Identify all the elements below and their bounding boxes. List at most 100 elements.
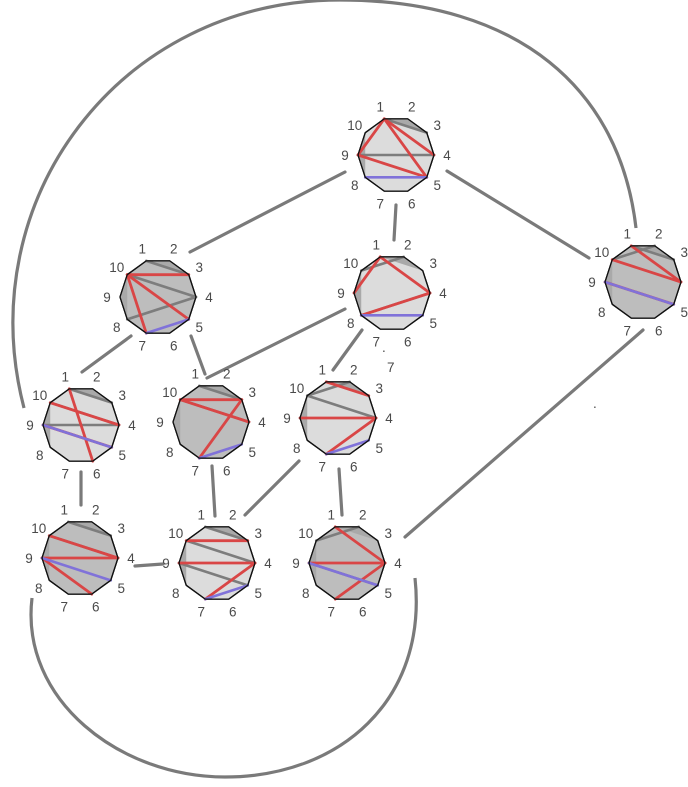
blue-diagonal	[41, 423, 114, 449]
vertex-label-10: 10	[32, 388, 47, 403]
vertex-label-2: 2	[408, 99, 416, 114]
vertex-label-3: 3	[196, 260, 204, 275]
gray-diagonal	[203, 525, 250, 542]
vertex-label-8: 8	[113, 320, 121, 335]
arc-bottom-loop	[29, 577, 418, 779]
vertex-label-8: 8	[598, 305, 606, 320]
gray-diagonal	[305, 380, 352, 397]
blue-diagonal	[603, 280, 676, 306]
blue-diagonal	[197, 443, 244, 460]
vertex-label-6: 6	[350, 460, 358, 475]
vertex-label-8: 8	[347, 316, 355, 331]
vertex-label-2: 2	[93, 369, 101, 384]
vertex-label-7: 7	[376, 197, 384, 212]
vertex-label-9: 9	[156, 415, 164, 430]
vertex-label-7: 7	[372, 335, 380, 350]
vertex-label-1: 1	[197, 507, 205, 522]
vertex-label-3: 3	[118, 521, 126, 536]
gray-diagonal	[629, 244, 676, 261]
vertex-label-6: 6	[223, 464, 231, 479]
vertex-label-7: 7	[60, 600, 68, 615]
red-diagonal	[629, 244, 683, 284]
vertex-label-2: 2	[223, 366, 231, 381]
vertex-label-5: 5	[434, 178, 442, 193]
gray-diagonal	[184, 539, 257, 565]
vertex-label-3: 3	[249, 385, 257, 400]
vertex-label-4: 4	[127, 551, 135, 566]
edge-row3c-to-row4b	[243, 459, 301, 517]
red-diagonal	[178, 398, 251, 424]
vertex-label-2: 2	[655, 226, 663, 241]
decagon-outline	[353, 256, 431, 330]
vertex-label-1: 1	[138, 241, 146, 256]
shaded-triangle	[380, 256, 423, 271]
vertex-label-9: 9	[337, 286, 345, 301]
gray-diagonal	[610, 244, 657, 261]
vertex-label-1: 1	[318, 362, 326, 377]
vertex-label-5: 5	[430, 316, 438, 331]
decagon-outline	[178, 526, 256, 600]
vertex-label-8: 8	[35, 581, 43, 596]
shaded-triangle	[354, 270, 362, 316]
gray-diagonal	[197, 384, 244, 401]
red-diagonal	[333, 561, 387, 601]
vertex-label-3: 3	[434, 118, 442, 133]
vertex-label-4: 4	[443, 148, 451, 163]
red-diagonal	[203, 561, 257, 601]
blue-diagonal	[203, 584, 250, 601]
gray-diagonal	[359, 255, 406, 272]
vertex-label-9: 9	[162, 556, 170, 571]
edge-right-to-row4c	[403, 328, 645, 539]
vertex-label-8: 8	[351, 178, 359, 193]
vertex-label-4: 4	[439, 286, 447, 301]
vertex-label-6: 6	[359, 605, 367, 620]
gray-diagonal	[314, 525, 361, 542]
vertex-label-5: 5	[385, 586, 393, 601]
blue-diagonal	[144, 318, 191, 335]
vertex-label-6: 6	[93, 467, 101, 482]
vertex-label-2: 2	[404, 237, 412, 252]
vertex-label-7: 7	[327, 605, 335, 620]
gray-diagonal	[305, 394, 378, 420]
vertex-label-4: 4	[205, 290, 213, 305]
vertex-label-7: 7	[623, 324, 631, 339]
vertex-label-7: 7	[138, 339, 146, 354]
vertex-label-2: 2	[170, 241, 178, 256]
red-diagonal	[40, 556, 94, 596]
edge-top-to-midleft	[188, 170, 347, 254]
decagon-outline	[299, 381, 377, 455]
vertex-label-2: 2	[92, 502, 100, 517]
vertex-label-9: 9	[292, 556, 300, 571]
vertex-label-6: 6	[408, 197, 416, 212]
vertex-label-7: 7	[191, 464, 199, 479]
edge-midcenter-to-row3c	[331, 328, 364, 372]
vertex-label-6: 6	[92, 600, 100, 615]
vertex-label-3: 3	[430, 256, 438, 271]
vertex-label-4: 4	[258, 415, 266, 430]
edge-midleft-to-row3a	[80, 334, 133, 374]
vertex-label-3: 3	[119, 388, 127, 403]
vertex-label-1: 1	[191, 366, 199, 381]
vertex-label-5: 5	[196, 320, 204, 335]
stray-label: 7	[387, 360, 395, 375]
vertex-label-9: 9	[588, 275, 596, 290]
vertex-label-8: 8	[302, 586, 310, 601]
decagon-outline	[119, 260, 197, 334]
stray-label: .	[382, 340, 386, 355]
blue-diagonal	[40, 556, 113, 582]
blue-diagonal	[324, 439, 371, 456]
vertex-label-9: 9	[26, 418, 34, 433]
red-diagonal	[356, 153, 429, 179]
vertex-label-2: 2	[229, 507, 237, 522]
vertex-label-3: 3	[376, 381, 384, 396]
vertex-label-10: 10	[594, 245, 609, 260]
vertex-label-10: 10	[347, 118, 362, 133]
vertex-label-7: 7	[318, 460, 326, 475]
vertex-label-3: 3	[681, 245, 688, 260]
